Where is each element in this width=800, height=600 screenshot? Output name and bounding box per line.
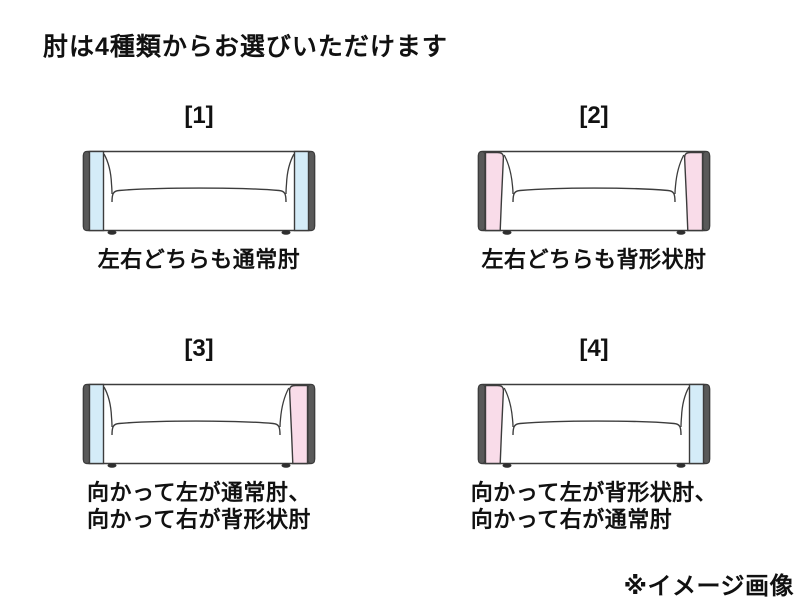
image-disclaimer: ※イメージ画像 [623, 573, 794, 600]
sofa-illustration [449, 150, 739, 238]
caption-line: 向かって左が背形状肘、 [470, 480, 718, 505]
option-number-label: [3] [184, 335, 214, 362]
sofa-illustration [449, 383, 739, 471]
caption-line: 向かって左が通常肘、 [87, 480, 311, 505]
option-caption: 向かって左が通常肘、 向かって右が背形状肘 [54, 479, 344, 533]
option-cell-4: [4] 向かって左が背形状肘、 向かって右が通常肘 [449, 336, 739, 533]
option-caption: 向かって左が背形状肘、 向かって右が通常肘 [449, 479, 739, 533]
caption-line: 左右どちらも背形状肘 [481, 247, 707, 272]
option-caption: 左右どちらも背形状肘 [449, 246, 739, 273]
option-number-label: [2] [579, 102, 609, 129]
sofa-illustration [54, 383, 344, 471]
caption-line: 向かって右が通常肘 [470, 507, 673, 532]
option-cell-1: [1] 左右どちらも通常肘 [54, 103, 344, 273]
caption-line: 向かって右が背形状肘 [87, 507, 311, 532]
option-number-label: [1] [184, 102, 214, 129]
caption-line: 左右どちらも通常肘 [97, 247, 301, 272]
option-cell-3: [3] 向かって左が通常肘、 向かって右が背形状肘 [54, 336, 344, 533]
page-title: 肘は4種類からお選びいただけます [43, 33, 448, 61]
option-cell-2: [2] 左右どちらも背形状肘 [449, 103, 739, 273]
option-number-label: [4] [579, 335, 609, 362]
sofa-illustration [54, 150, 344, 238]
option-caption: 左右どちらも通常肘 [54, 246, 344, 273]
